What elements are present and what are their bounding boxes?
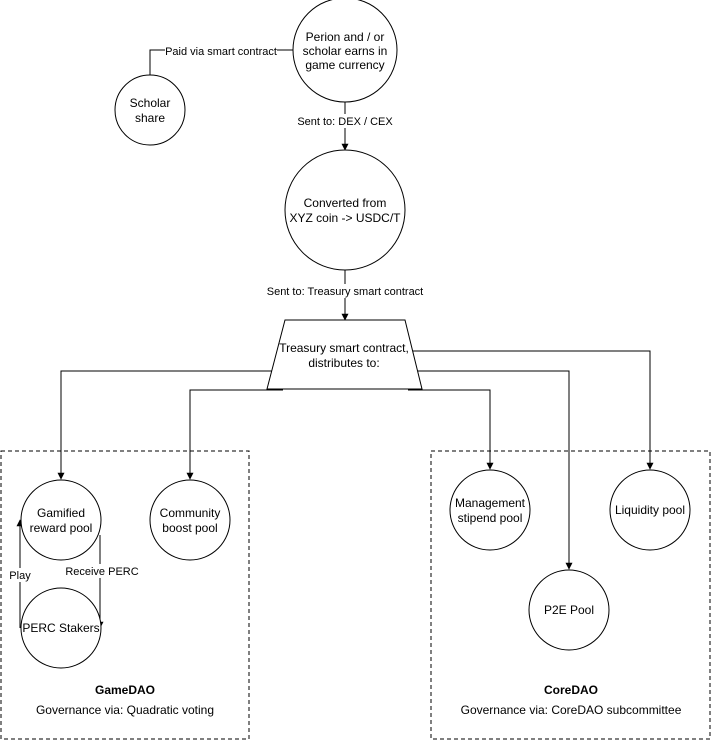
community-line-1: Community: [160, 506, 221, 520]
edge-to-liquidity: [408, 350, 654, 470]
p2e-node: [528, 569, 610, 651]
management-line-2: stipend pool: [458, 511, 523, 525]
management-line-1: Management: [455, 496, 526, 510]
stakers-line-1: PERC Stakers: [22, 621, 99, 635]
earn-node: [292, 0, 398, 103]
edge-label-treasury: Sent to: Treasury smart contract: [267, 286, 424, 298]
community-line-2: boost pool: [162, 521, 217, 535]
earn-node-line-2: scholar earns in: [303, 44, 388, 58]
scholar-share-line-1: Scholar: [130, 96, 171, 110]
scholar-share-node: [114, 74, 186, 146]
community-node: [149, 479, 231, 561]
edge-label-dex: Sent to: DEX / CEX: [297, 116, 393, 128]
gamified-line-2: reward pool: [30, 521, 93, 535]
treasury-line-1: Treasury smart contract,: [279, 341, 409, 355]
management-node: [449, 469, 531, 551]
p2e-line-1: P2E Pool: [544, 603, 594, 617]
gamified-line-1: Gamified: [37, 506, 85, 520]
edge-to-gamified: [57, 370, 283, 480]
coredao-title: CoreDAO: [544, 683, 598, 697]
earn-node-line-3: game currency: [305, 58, 384, 72]
scholar-share-line-2: share: [135, 111, 165, 125]
converted-line-2: XYZ coin -> USDC/T: [289, 211, 401, 225]
liquidity-line-1: Liquidity pool: [615, 503, 685, 517]
edge-label-receive: Receive PERC: [65, 566, 138, 578]
edge-label-paid: Paid via smart contract: [165, 46, 277, 58]
gamedao-title: GameDAO: [95, 683, 155, 697]
gamified-node: [20, 479, 102, 561]
coredao-subtitle: Governance via: CoreDAO subcommittee: [461, 703, 682, 717]
coredao-group: [430, 450, 711, 740]
stakers-node: [20, 587, 102, 669]
gamedao-subtitle: Governance via: Quadratic voting: [36, 703, 214, 717]
earn-node-line-1: Perion and / or: [306, 30, 385, 44]
gamedao-group: [0, 450, 250, 740]
edge-label-play: Play: [9, 570, 31, 582]
liquidity-node: [609, 469, 691, 551]
edge-to-p2e: [408, 370, 573, 570]
edge-to-management: [408, 389, 494, 470]
treasury-line-2: distributes to:: [308, 356, 379, 370]
treasury-node: [266, 319, 423, 390]
converted-line-1: Converted from: [304, 196, 387, 210]
edge-to-community: [186, 389, 283, 480]
converted-node: [284, 149, 406, 271]
